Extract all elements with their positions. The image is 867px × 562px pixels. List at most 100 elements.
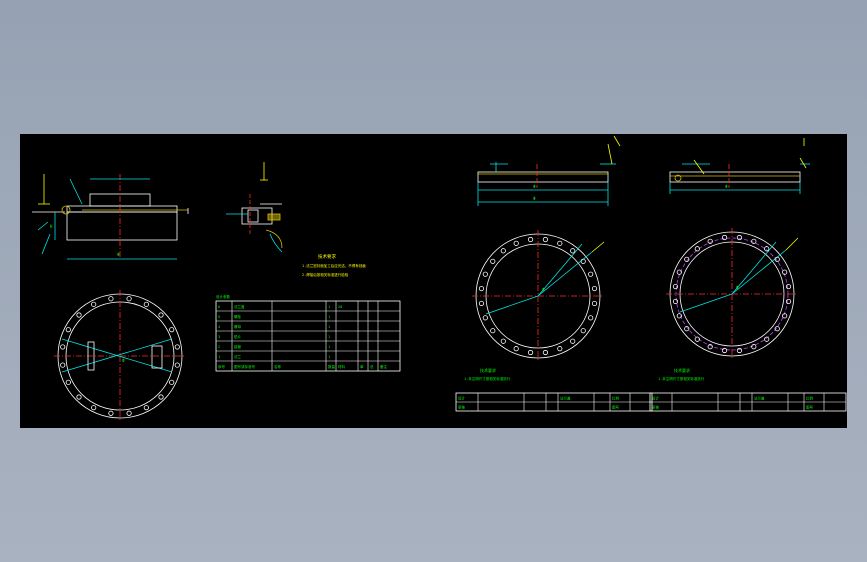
bolt-hole [542, 236, 549, 243]
bolt-hole [782, 269, 788, 275]
bolt-hole [676, 313, 682, 319]
bolt-hole [751, 238, 757, 244]
bolt-hole [158, 312, 164, 318]
tech-notes-block: 技术要求 1.法兰密封面加工后应光洁，不得有划痕 2.焊接后按相关标准进行检验 [302, 253, 366, 277]
bolt-hole [736, 347, 743, 354]
bom-cell: 法兰 [234, 354, 241, 359]
sheet3-title-block: 设计法兰盖比例审核图号 [649, 392, 847, 412]
bom-cell: 法兰盖 [234, 304, 245, 309]
title-block-cell: 图号 [806, 405, 814, 410]
bolt-hole [764, 246, 770, 252]
bolt-hole [91, 405, 97, 411]
plan-view-bolt-circle-label: Ф [122, 358, 125, 363]
bolt-hole [694, 336, 700, 342]
bolt-hole [774, 256, 780, 262]
bom-cell: 1 [218, 355, 220, 359]
tech-notes-line-1: 1.法兰密封面加工后应光洁，不得有划痕 [302, 263, 366, 268]
sheet3-bolt-circle-label: Ф [736, 285, 739, 290]
bom-cell: 1 [328, 355, 330, 359]
bolt-hole [126, 296, 132, 302]
sheet2-note-line: 1.未注明尺寸按相关标准执行 [464, 376, 511, 381]
bolt-hole [500, 248, 506, 254]
cad-drawing: Ф H Ф 技术要求 1.法兰密封面加工后应光洁，不得有划痕 2.焊接后按相关标… [32, 135, 847, 422]
bolt-hole [557, 346, 563, 352]
bolt-hole [707, 344, 713, 350]
bom-cell: 总 [370, 364, 374, 369]
title-block-cell: 设计 [652, 396, 660, 401]
bolt-hole [169, 327, 175, 333]
sheet2-note-title: 技术要求 [480, 367, 496, 373]
bolt-hole [169, 379, 175, 385]
bolt-hole [500, 338, 506, 344]
bolt-hole [143, 301, 149, 307]
bolt-hole [570, 248, 576, 254]
sheet3-note-line: 1.未注明尺寸按相关标准执行 [658, 376, 705, 381]
bolt-hole [490, 328, 496, 334]
bolt-hole [60, 344, 66, 350]
bolt-hole [580, 258, 586, 264]
bom-cell: 5 [218, 315, 220, 319]
bolt-hole [513, 240, 519, 246]
bom-cell: 序号 [218, 364, 225, 369]
bom-cell: 4 [218, 325, 220, 329]
gasket-detail-view [226, 162, 283, 253]
flange-plan-view [54, 290, 186, 422]
bolt-hole [684, 326, 690, 332]
title-block-cell: 法兰盖 [754, 396, 765, 401]
side-view-height-dim: H [50, 224, 53, 229]
bom-cell: 图号或标准号 [234, 364, 255, 369]
bom-cell: 1 [328, 335, 330, 339]
title-block-cell: 审核 [652, 405, 660, 410]
bolt-hole [76, 394, 82, 400]
bolt-hole [721, 234, 728, 241]
bom-cell: 名称 [274, 364, 282, 369]
bolt-hole [65, 379, 71, 385]
bom-cell: 1 [328, 305, 330, 309]
bolt-hole [60, 362, 66, 368]
bolt-hole [751, 344, 757, 350]
sheet2-blind-flange-side [477, 135, 621, 206]
tech-notes-title: 技术要求 [318, 253, 336, 260]
bom-cell: 接管 [234, 344, 241, 349]
bom-cell: 1 [328, 325, 330, 329]
title-block-cell: 审核 [458, 405, 466, 410]
title-block-cell: 比例 [612, 396, 620, 401]
bom-cell: 3 [218, 335, 220, 339]
bolt-hole [174, 362, 180, 368]
flange-side-view [32, 174, 189, 260]
sheet2-bottom-dim: Ф [533, 196, 536, 201]
bom-cell: 单 [360, 364, 364, 369]
bolt-hole [591, 285, 598, 292]
bolt-hole [482, 315, 488, 321]
bom-cell: 备注 [380, 364, 388, 369]
bom-cell: 数量 [328, 364, 336, 369]
sheet3-note-title: 技术要求 [674, 367, 690, 373]
bolt-hole [126, 410, 132, 416]
cad-drawing-canvas[interactable]: Ф H Ф 技术要求 1.法兰密封面加工后应光洁，不得有划痕 2.焊接后按相关标… [20, 134, 847, 428]
bom-cell: 螺母 [234, 324, 241, 329]
bolt-hole [482, 271, 488, 277]
sheet2-bolt-circle-label: Ф [542, 287, 545, 292]
bolt-hole [557, 240, 563, 246]
bom-cell: 螺栓 [234, 314, 241, 319]
bolt-hole [108, 410, 114, 416]
bolt-hole [91, 301, 97, 307]
bolt-hole [158, 394, 164, 400]
bom-cell: 1 [328, 345, 330, 349]
bolt-hole [684, 256, 690, 262]
bom-caption: 设计参数 [216, 294, 230, 299]
bolt-hole [478, 285, 485, 292]
bolt-hole [785, 298, 792, 305]
bolt-hole [591, 300, 598, 307]
bolt-hole [143, 405, 149, 411]
bom-cell: 6 [218, 305, 220, 309]
bom-cell: 2 [218, 345, 220, 349]
side-view-width-dim: Ф [117, 252, 120, 257]
bolt-hole [721, 347, 728, 354]
bom-cell: 1 [328, 315, 330, 319]
sheet3-blind-flange-side [669, 138, 810, 194]
bolt-hole [542, 349, 549, 356]
bolt-hole [707, 238, 713, 244]
bolt-hole [174, 344, 180, 350]
